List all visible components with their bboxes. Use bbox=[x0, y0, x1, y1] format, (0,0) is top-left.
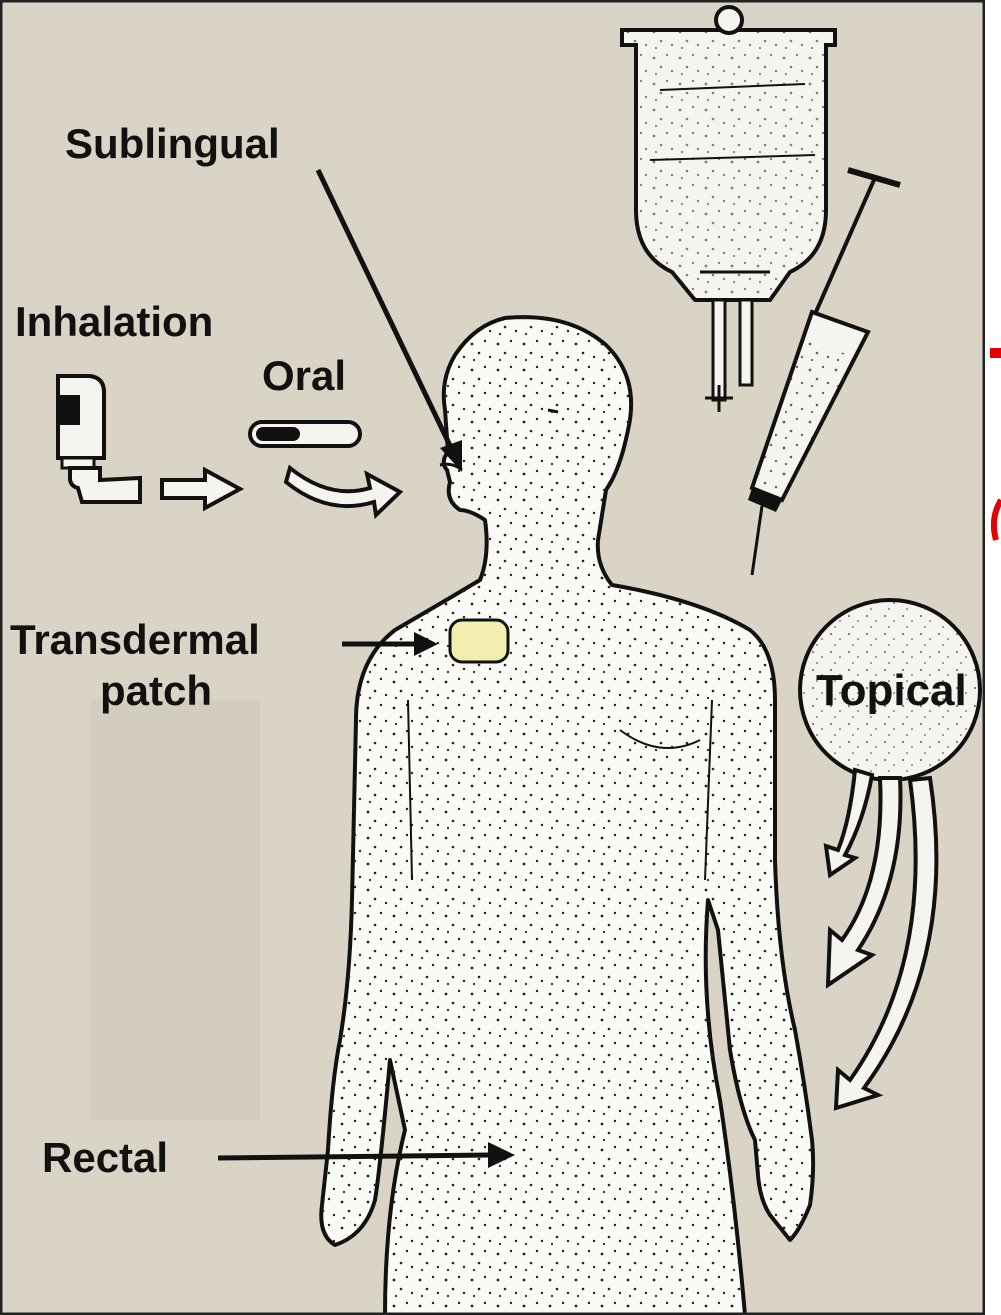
capsule-icon bbox=[250, 422, 360, 446]
red-text-fragment-1 bbox=[990, 348, 1001, 358]
transdermal-patch-icon bbox=[450, 620, 508, 662]
label-inhalation: Inhalation bbox=[15, 298, 213, 345]
slide-right-margin bbox=[985, 0, 1001, 1315]
label-rectal: Rectal bbox=[42, 1134, 168, 1181]
paper-shade bbox=[90, 700, 260, 1120]
label-topical: Topical bbox=[816, 666, 967, 715]
label-transdermal: Transdermal bbox=[10, 616, 260, 663]
label-sublingual: Sublingual bbox=[65, 120, 280, 167]
label-patch: patch bbox=[100, 667, 212, 714]
label-oral: Oral bbox=[262, 352, 346, 399]
